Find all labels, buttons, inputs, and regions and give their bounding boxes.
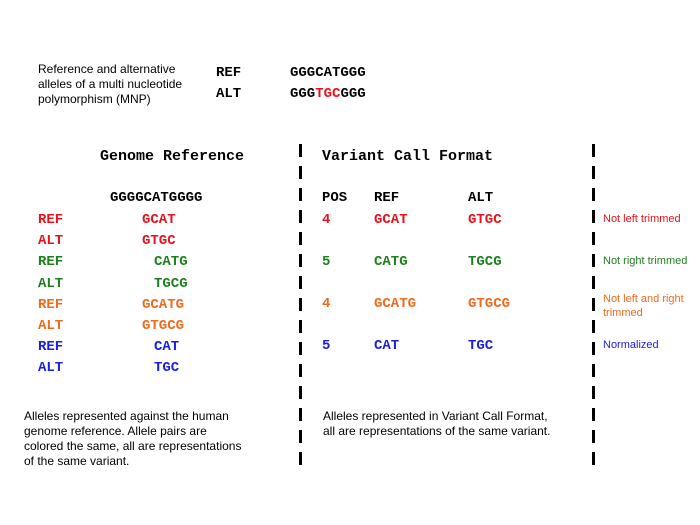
genome-caption-line: colored the same, all are representation… <box>24 439 242 453</box>
separator-dash <box>592 408 595 421</box>
separator-dash <box>592 298 595 311</box>
genome-sequence: GGGGCATGGGG <box>110 190 203 206</box>
separator-dash <box>592 254 595 267</box>
separator-dash <box>299 232 302 245</box>
vcf-row-note: Not left trimmed <box>603 213 681 225</box>
vcf-col-alt: ALT <box>468 190 494 206</box>
separator-dash <box>592 232 595 245</box>
top-ref-sequence: GGGCATGGG <box>290 65 366 81</box>
genome-caption-line: Alleles represented against the human <box>24 409 229 423</box>
separator-dash <box>592 144 595 157</box>
genome-row-sequence: GTGC <box>142 233 176 249</box>
separator-dash <box>299 386 302 399</box>
genome-reference-header: Genome Reference <box>100 148 245 165</box>
separator-dash <box>299 430 302 443</box>
separator-dash <box>299 188 302 201</box>
genome-row-sequence: TGC <box>154 360 180 376</box>
separator-dash <box>299 254 302 267</box>
top-alt-label: ALT <box>216 86 242 102</box>
separator-dash <box>299 320 302 333</box>
separator-dash <box>299 210 302 223</box>
separator-dash <box>592 452 595 465</box>
genome-row-sequence: CATG <box>154 254 188 270</box>
separator-dash <box>299 144 302 157</box>
mnp-description-line: alleles of a multi nucleotide <box>38 77 183 91</box>
genome-row-label: REF <box>38 212 64 228</box>
separator-dash <box>299 342 302 355</box>
vcf-row-ref: GCAT <box>374 212 408 228</box>
vcf-row-note: Not left and right trimmed <box>603 293 684 319</box>
top-ref-label: REF <box>216 65 242 81</box>
separator-dash <box>592 166 595 179</box>
mnp-description-line: polymorphism (MNP) <box>38 92 151 106</box>
genome-row-sequence: CAT <box>154 339 180 355</box>
vcf-row-pos: 4 <box>322 296 331 312</box>
genome-row-label: REF <box>38 297 64 313</box>
separator-dash <box>299 364 302 377</box>
genome-row-label: REF <box>38 339 64 355</box>
mnp-description-line: Reference and alternative <box>38 62 176 76</box>
separator-dash <box>592 320 595 333</box>
genome-row-sequence: GTGCG <box>142 318 185 334</box>
vcf-row-note: Normalized <box>603 339 659 351</box>
separator-dash <box>592 188 595 201</box>
separator-dash <box>592 430 595 443</box>
vcf-row-ref: CATG <box>374 254 408 270</box>
separator-dash <box>299 452 302 465</box>
vcf-row-ref: CAT <box>374 338 400 354</box>
genome-row-label: ALT <box>38 360 64 376</box>
vcf-col-ref: REF <box>374 190 400 206</box>
mnp-description: Reference and alternative alleles of a m… <box>38 62 182 107</box>
vcf-row-ref: GCATG <box>374 296 417 312</box>
genome-caption-line: genome reference. Allele pairs are <box>24 424 207 438</box>
vcf-row-pos: 4 <box>322 212 331 228</box>
vcf-row-alt: GTGCG <box>468 296 511 312</box>
alt-seq-prefix: GGG <box>290 86 316 102</box>
separator-dash <box>299 408 302 421</box>
separator-dash <box>299 166 302 179</box>
separator-dash <box>592 342 595 355</box>
genome-row-sequence: GCAT <box>142 212 176 228</box>
separator-dash <box>592 386 595 399</box>
vcf-row-alt: TGCG <box>468 254 502 270</box>
vcf-caption: Alleles represented in Variant Call Form… <box>323 409 550 439</box>
separator-dash <box>592 210 595 223</box>
separator-dash <box>299 298 302 311</box>
genome-caption: Alleles represented against the human ge… <box>24 409 241 469</box>
vcf-row-pos: 5 <box>322 338 331 354</box>
vcf-row-note: Not right trimmed <box>603 255 688 267</box>
vcf-col-pos: POS <box>322 190 348 206</box>
separator-dash <box>592 276 595 289</box>
genome-row-sequence: TGCG <box>154 276 188 292</box>
genome-row-label: ALT <box>38 318 64 334</box>
vcf-caption-line: Alleles represented in Variant Call Form… <box>323 409 548 423</box>
genome-caption-line: of the same variant. <box>24 454 130 468</box>
vcf-row-alt: TGC <box>468 338 494 354</box>
genome-row-sequence: GCATG <box>142 297 185 313</box>
separator-dash <box>299 276 302 289</box>
top-alt-sequence: GGGTGCGGG <box>290 86 366 102</box>
vcf-header: Variant Call Format <box>322 148 494 165</box>
vcf-caption-line: all are representations of the same vari… <box>323 424 551 438</box>
separator-dash <box>592 364 595 377</box>
genome-row-label: ALT <box>38 233 64 249</box>
alt-seq-variant: TGC <box>315 86 341 102</box>
vcf-row-alt: GTGC <box>468 212 502 228</box>
genome-row-label: ALT <box>38 276 64 292</box>
genome-row-label: REF <box>38 254 64 270</box>
alt-seq-suffix: GGG <box>340 86 366 102</box>
vcf-row-pos: 5 <box>322 254 331 270</box>
